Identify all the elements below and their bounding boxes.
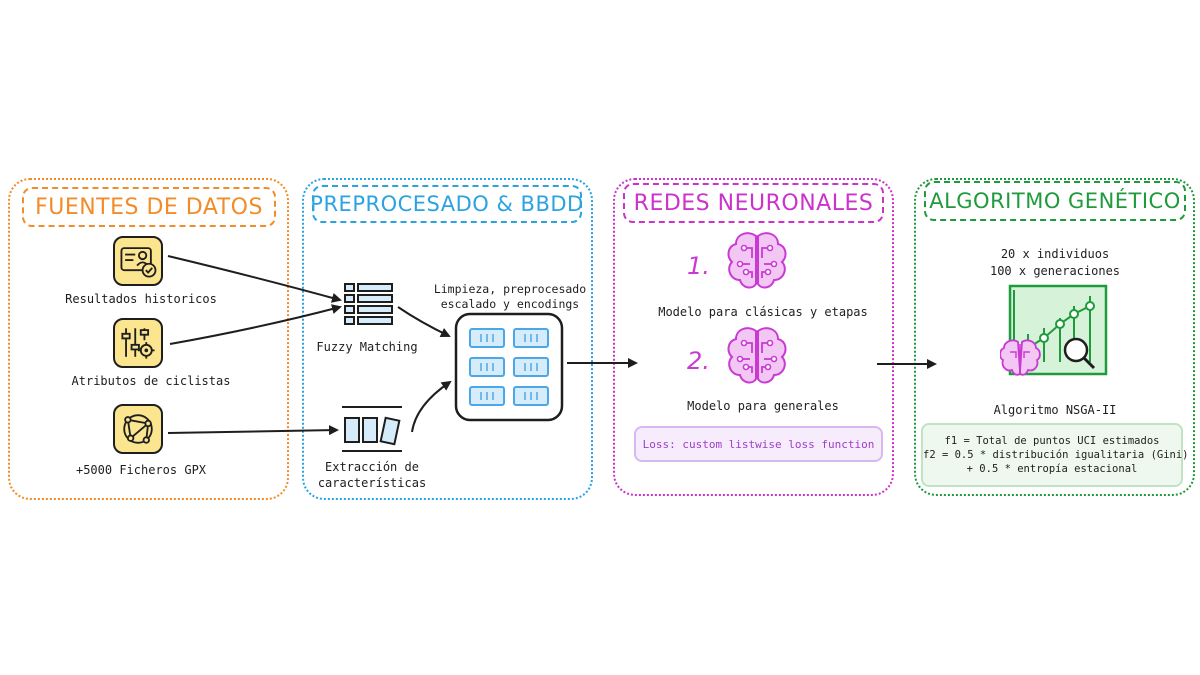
model-1-number: 1. [687, 252, 710, 280]
arrow-fuzzy-to-database [397, 306, 451, 338]
arrow-atributos-to-fuzzy [169, 304, 342, 345]
label-escalado: escalado y encodings [440, 297, 580, 311]
table-rows-icon [344, 283, 393, 325]
arrow-resultados-to-fuzzy [167, 255, 342, 303]
title-redes-neuronales: REDES NEURONALES [623, 183, 884, 223]
loss-box: Loss: custom listwise loss function [634, 426, 883, 462]
label-atributos-de-ciclistas: Atributos de ciclistas [71, 374, 231, 388]
formula-f2: f2 = 0.5 * distribución igualitaria (Gin… [923, 449, 1189, 461]
formula-f1: f1 = Total de puntos UCI estimados [944, 435, 1160, 447]
label-nsga-ii: Algoritmo NSGA-II [993, 403, 1117, 417]
brain-circuit-icon [727, 327, 787, 384]
label-caracteristicas: características [317, 476, 427, 490]
formula-f2-cont: + 0.5 * entropía estacional [966, 463, 1138, 475]
arrow-extraccion-to-database [411, 380, 452, 433]
label-extraccion: Extracción de [325, 460, 419, 474]
panel-fuentes-de-datos [8, 178, 289, 500]
formula-box: f1 = Total de puntos UCI estimados f2 = … [921, 423, 1189, 487]
route-network-icon [113, 404, 163, 454]
sliders-gear-icon [113, 318, 163, 368]
label-generaciones: 100 x generaciones [989, 264, 1121, 278]
panel-redes-neuronales [613, 178, 894, 496]
label-individuos: 20 x individuos [1000, 247, 1110, 261]
arrow-gpx-to-extraccion [167, 425, 339, 436]
loss-text: Loss: custom listwise loss function [642, 437, 875, 451]
title-fuentes-de-datos: FUENTES DE DATOS [22, 187, 276, 227]
model-2-number: 2. [687, 347, 710, 375]
label-limpieza: Limpieza, preprocesado [433, 282, 587, 296]
feature-blocks-icon [342, 406, 402, 452]
label-modelo-clasicas: Modelo para clásicas y etapas [658, 305, 868, 319]
panel-preprocesado [302, 178, 593, 500]
label-modelo-generales: Modelo para generales [687, 399, 839, 413]
title-algoritmo-genetico: ALGORITMO GENÉTICO [924, 181, 1186, 221]
chart-search-icon [1000, 284, 1108, 376]
label-resultados-historicos: Resultados historicos [65, 292, 217, 306]
title-preprocesado: PREPROCESADO & BBDD [310, 185, 583, 223]
contact-card-check-icon [113, 236, 163, 286]
label-ficheros-gpx: +5000 Ficheros GPX [75, 463, 207, 477]
label-fuzzy-matching: Fuzzy Matching [316, 340, 418, 354]
brain-circuit-icon [727, 232, 787, 289]
panel-algoritmo-genetico [914, 178, 1195, 496]
database-grid-icon [454, 312, 564, 422]
